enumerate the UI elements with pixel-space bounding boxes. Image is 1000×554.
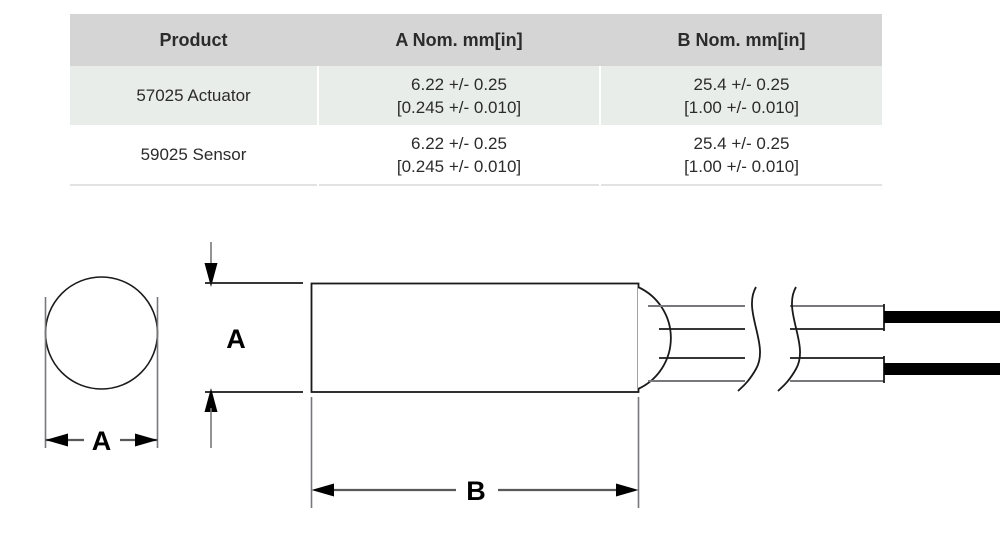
specification-table: Product A Nom. mm[in] B Nom. mm[in] 5702… <box>70 14 882 186</box>
spec-table: Product A Nom. mm[in] B Nom. mm[in] 5702… <box>70 14 882 186</box>
cell-b-dimension: 25.4 +/- 0.25 [1.00 +/- 0.010] <box>600 125 882 185</box>
a-value-mm: 6.22 +/- 0.25 <box>411 74 507 94</box>
b-value-in: [1.00 +/- 0.010] <box>684 97 799 117</box>
drawing-canvas: A A <box>44 242 1000 508</box>
a-value-mm: 6.22 +/- 0.25 <box>411 133 507 153</box>
technical-drawing: A A <box>0 205 1000 554</box>
column-header-a-nom: A Nom. mm[in] <box>318 14 601 66</box>
cell-product: 57025 Actuator <box>70 66 319 125</box>
a-value-in: [0.245 +/- 0.010] <box>396 156 522 176</box>
wire-exit-boot <box>637 286 672 390</box>
cell-b-dimension: 25.4 +/- 0.25 [1.00 +/- 0.010] <box>600 66 882 125</box>
arrowhead-down-icon <box>204 263 218 287</box>
table-row: 57025 Actuator 6.22 +/- 0.25 [0.245 +/- … <box>70 66 882 125</box>
arrowhead-left-icon <box>311 483 334 497</box>
table-header: Product A Nom. mm[in] B Nom. mm[in] <box>70 14 882 66</box>
arrowhead-left-icon <box>45 433 68 447</box>
diameter-label-backdrop <box>84 423 120 457</box>
cell-a-dimension: 6.22 +/- 0.25 [0.245 +/- 0.010] <box>318 66 601 125</box>
cross-section-circle <box>44 276 159 390</box>
side-view-group: A <box>204 242 1000 508</box>
column-header-b-nom: B Nom. mm[in] <box>600 14 882 66</box>
arrowhead-right-icon <box>135 433 158 447</box>
break-symbol-left-icon <box>737 286 761 392</box>
arrowhead-right-icon <box>616 483 639 497</box>
upper-wire-conductor <box>884 311 1000 323</box>
cell-a-dimension: 6.22 +/- 0.25 [0.245 +/- 0.010] <box>318 125 601 185</box>
column-header-product: Product <box>70 14 319 66</box>
height-dimension-label: A <box>226 324 246 354</box>
header-row: Product A Nom. mm[in] B Nom. mm[in] <box>70 14 882 66</box>
length-dimension-label: B <box>466 476 486 506</box>
body-rectangle <box>310 282 640 393</box>
cell-product: 59025 Sensor <box>70 125 319 185</box>
b-value-in: [1.00 +/- 0.010] <box>684 156 799 176</box>
a-value-in: [0.245 +/- 0.010] <box>396 97 522 117</box>
lower-wire-conductor <box>884 363 1000 375</box>
diameter-dimension-label: A <box>92 426 112 456</box>
table-body: 57025 Actuator 6.22 +/- 0.25 [0.245 +/- … <box>70 66 882 185</box>
table-row: 59025 Sensor 6.22 +/- 0.25 [0.245 +/- 0.… <box>70 125 882 185</box>
b-value-mm: 25.4 +/- 0.25 <box>693 133 790 153</box>
break-symbol-right-icon <box>777 286 801 392</box>
b-value-mm: 25.4 +/- 0.25 <box>693 74 790 94</box>
end-view-group: A <box>44 276 159 457</box>
arrowhead-up-icon <box>204 388 218 412</box>
